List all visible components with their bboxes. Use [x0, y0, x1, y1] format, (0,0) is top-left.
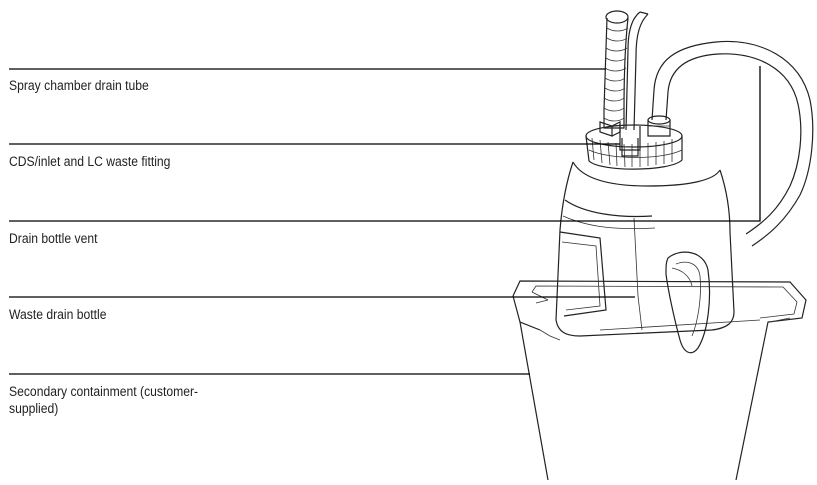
vent-tube-shape — [651, 40, 814, 247]
callout-cds-inlet-lc-waste-fitting: CDS/inlet and LC waste fitting — [9, 154, 171, 169]
waste-drain-bottle-shape — [555, 161, 735, 354]
callout-waste-drain-bottle: Waste drain bottle — [9, 307, 107, 322]
leader-lines — [9, 66, 761, 375]
callout-secondary-containment: Secondary containment (customer- supplie… — [9, 384, 199, 416]
callout-drain-bottle-vent: Drain bottle vent — [9, 231, 98, 246]
containment-tray — [512, 280, 807, 481]
leader-drain-bottle-vent — [9, 66, 761, 222]
callout-spray-chamber-drain-tube: Spray chamber drain tube — [9, 78, 149, 93]
bottle-cap — [585, 124, 683, 170]
lc-waste-tube-shape — [625, 11, 649, 131]
fittings — [599, 115, 671, 157]
spray-chamber-drain-tube-shape — [603, 10, 629, 129]
